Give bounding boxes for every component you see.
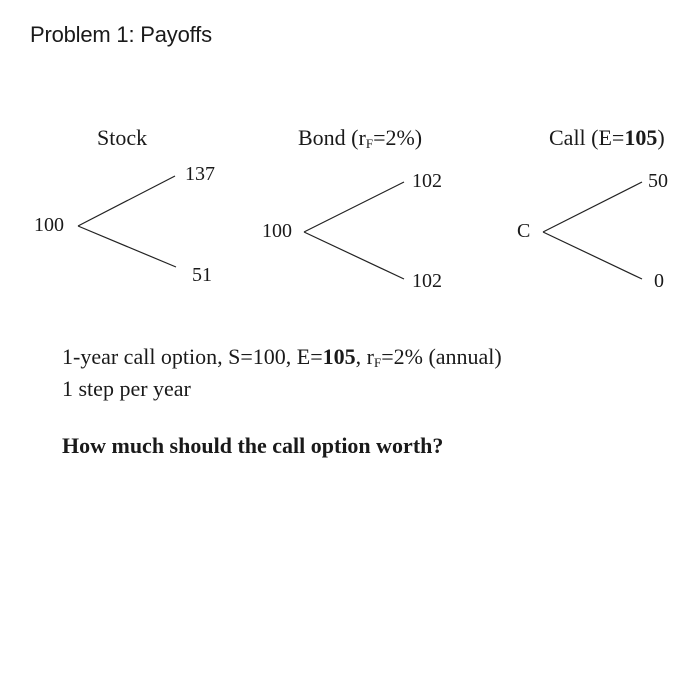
bond-label-suffix: =2%) — [373, 125, 423, 150]
call-tree-branches — [542, 181, 643, 280]
call-label-prefix: Call (E= — [549, 125, 625, 150]
call-label-strike: 105 — [624, 125, 658, 150]
description-line-1-mid: , r — [355, 344, 374, 369]
stock-down-value: 51 — [192, 264, 212, 286]
call-up-branch — [542, 181, 643, 233]
call-label: Call (E=105) — [549, 125, 665, 151]
stock-up-value: 137 — [185, 163, 215, 185]
bond-down-branch — [303, 231, 405, 280]
description-line-1: 1-year call option, S=100, E=105, rF=2% … — [62, 344, 502, 371]
description-line-1-suffix: =2% (annual) — [381, 344, 502, 369]
question-text: How much should the call option worth? — [62, 433, 444, 458]
bond-label: Bond (rF=2%) — [298, 125, 422, 152]
call-up-value: 50 — [648, 170, 668, 192]
bond-label-subscript: F — [365, 136, 374, 151]
call-down-value: 0 — [654, 270, 664, 292]
description-strike: 105 — [322, 344, 356, 369]
stock-up-branch — [77, 175, 176, 227]
description-line-1-prefix: 1-year call option, S=100, E= — [62, 344, 323, 369]
call-root-value: C — [517, 220, 531, 242]
bond-down-value: 102 — [412, 270, 442, 292]
bond-root-value: 100 — [262, 220, 292, 242]
stock-down-branch — [77, 225, 177, 268]
call-label-suffix: ) — [657, 125, 665, 150]
stock-label: Stock — [97, 125, 148, 150]
bond-tree-branches — [303, 181, 405, 280]
page-title: Problem 1: Payoffs — [30, 22, 212, 47]
bond-up-branch — [303, 181, 405, 233]
description-line-2: 1 step per year — [62, 376, 191, 401]
bond-label-prefix: Bond (r — [298, 125, 366, 150]
bond-up-value: 102 — [412, 170, 442, 192]
stock-tree-branches — [77, 175, 177, 268]
call-down-branch — [542, 231, 643, 280]
description-subscript: F — [373, 355, 382, 370]
stock-root-value: 100 — [34, 214, 64, 236]
